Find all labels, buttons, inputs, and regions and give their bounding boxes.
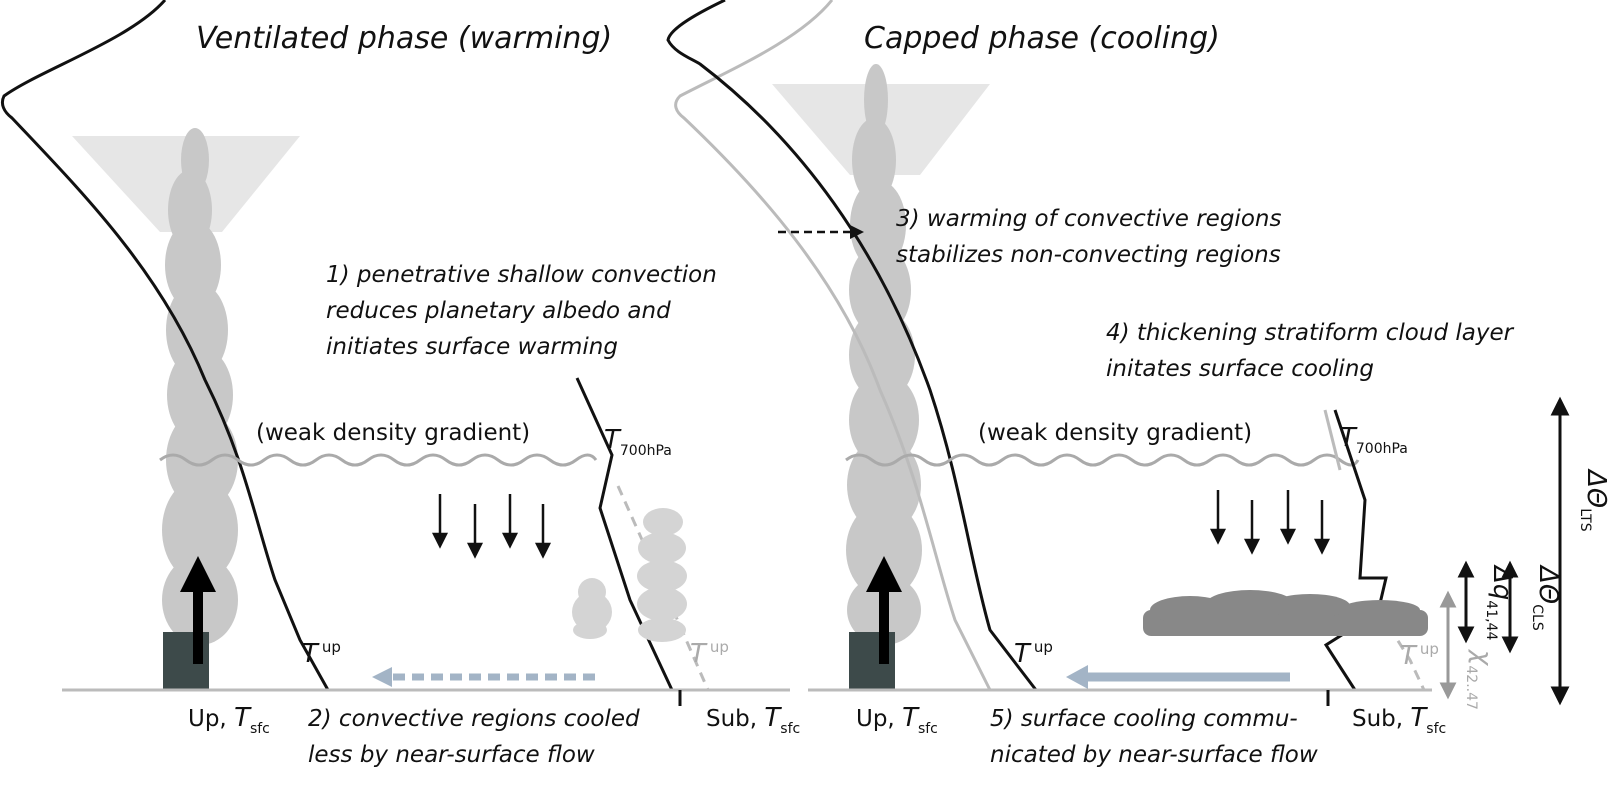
annotation-2-line-2: less by near-surface flow	[308, 742, 595, 768]
left-updraft-arrow	[180, 556, 216, 664]
left-convective-cloud	[162, 128, 238, 645]
chi-label: χ42..47	[1463, 648, 1497, 710]
stratiform-cloud-layer	[1143, 590, 1428, 636]
right-updraft-arrow	[866, 556, 902, 664]
left-panel-title: Ventilated phase (warming)	[196, 21, 612, 56]
annotation-4-line-1: 4) thickening stratiform cloud layer	[1106, 320, 1515, 346]
annotation-1-line-1: 1) penetrative shallow convection	[326, 262, 717, 288]
left-sub-Tsfc-label: Sub, Tsfc	[706, 703, 800, 737]
left-near-surface-flow-arrow	[372, 667, 595, 687]
annotation-1-line-3: initiates surface warming	[326, 334, 618, 360]
annotation-2-line-1: 2) convective regions cooled	[308, 706, 640, 732]
right-sub-Tsfc-label: Sub, Tsfc	[1352, 703, 1446, 737]
right-weak-gradient-label: (weak density gradient)	[978, 420, 1252, 446]
left-subsidence-arrows	[431, 494, 552, 559]
annotation-3-line-2: stabilizes non-convecting regions	[896, 242, 1281, 268]
right-convective-cloud	[846, 64, 922, 645]
delta-q-arrow	[1457, 560, 1475, 644]
right-T700-label: T700hPa	[1340, 423, 1408, 457]
right-T-up-profile	[666, 0, 1038, 691]
warming-transfer-arrow	[778, 225, 864, 239]
right-T700-profile-previous	[1323, 409, 1342, 471]
annotation-3-line-1: 3) warming of convective regions	[896, 206, 1281, 232]
right-up-Tsfc-label: Up, Tsfc	[856, 703, 938, 737]
delta-theta-cls-arrow	[1501, 560, 1519, 654]
delta-theta-lts-arrow	[1550, 396, 1570, 706]
left-shallow-cloud-tall	[637, 508, 687, 642]
right-near-surface-flow-arrow	[1066, 665, 1290, 689]
left-density-wave	[159, 453, 598, 467]
right-T-up-profile-previous	[674, 0, 992, 691]
right-T700-profile	[1323, 409, 1388, 691]
chi-arrow	[1439, 590, 1457, 700]
right-panel: Capped phase (cooling)	[666, 0, 1611, 768]
left-T700-label: T700hPa	[604, 425, 672, 459]
left-shallow-cloud-small	[572, 578, 612, 639]
delta-q-label: Δq41,44	[1483, 564, 1517, 640]
left-panel: Ventilated phase (warming)	[0, 0, 800, 768]
left-T-up-profile	[0, 0, 330, 691]
annotation-4-line-2: initates surface cooling	[1106, 356, 1374, 382]
left-weak-gradient-label: (weak density gradient)	[256, 420, 530, 446]
annotation-5-line-2: nicated by near-surface flow	[990, 742, 1318, 768]
right-panel-title: Capped phase (cooling)	[864, 21, 1220, 56]
right-density-wave	[845, 453, 1360, 467]
delta-theta-lts-label: ΔΘLTS	[1577, 468, 1611, 532]
right-subsidence-arrows	[1209, 490, 1331, 555]
annotation-1-line-2: reduces planetary albedo and	[326, 298, 671, 324]
left-up-Tsfc-label: Up, Tsfc	[188, 703, 270, 737]
delta-theta-cls-label: ΔΘCLS	[1529, 564, 1563, 631]
annotation-5-line-1: 5) surface cooling commu-	[990, 706, 1298, 732]
